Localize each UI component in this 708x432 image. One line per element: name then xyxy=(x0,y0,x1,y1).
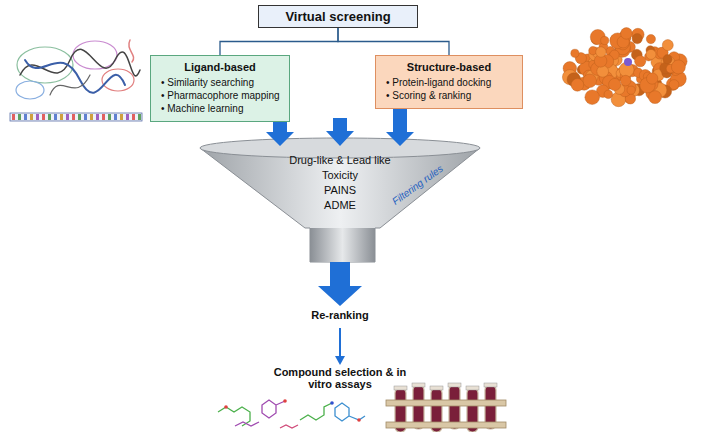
flow-arrow xyxy=(339,328,341,358)
filter-funnel-node: Drug-like & Lead likeToxicityPAINSADMEFi… xyxy=(200,140,480,262)
sequence-tick xyxy=(42,114,45,120)
sequence-tick xyxy=(36,114,39,120)
atom-sphere xyxy=(646,49,656,59)
sequence-tick xyxy=(12,114,15,120)
test-tube-rack xyxy=(386,383,506,432)
bullet-item: • Similarity searching xyxy=(159,76,281,89)
atom-sphere xyxy=(583,74,597,88)
tube-rim xyxy=(412,383,425,387)
sequence-tick xyxy=(24,114,27,120)
outcome-label: Compound selection & in vitro assays xyxy=(270,366,410,390)
atom-sphere xyxy=(621,28,633,40)
atom-sphere xyxy=(597,65,609,77)
flow-arrow xyxy=(318,262,362,306)
filter-rule: PAINS xyxy=(200,184,480,196)
sequence-tick xyxy=(102,114,105,120)
atom-sphere xyxy=(662,40,673,51)
sequence-tick xyxy=(138,114,141,120)
tube-rim xyxy=(430,386,443,390)
protein-surface xyxy=(562,28,687,107)
bullet-item: • Machine learning xyxy=(159,102,281,115)
box-heading: Structure-based xyxy=(384,61,514,73)
sequence-tick xyxy=(90,114,93,120)
flow-arrow xyxy=(266,122,294,146)
atom-sphere xyxy=(609,78,621,90)
sequence-tick xyxy=(108,114,111,120)
flow-arrow xyxy=(326,118,354,146)
rack-bar xyxy=(386,422,506,428)
sequence-tick xyxy=(96,114,99,120)
flow-arrow xyxy=(386,109,414,146)
atom-sphere xyxy=(627,86,635,94)
title-box: Virtual screening xyxy=(258,5,418,28)
atom-sphere xyxy=(620,75,631,86)
sequence-tick xyxy=(48,114,51,120)
protein-ribbon xyxy=(10,40,142,121)
sequence-tick xyxy=(66,114,69,120)
rack-bar xyxy=(386,400,506,406)
sequence-tick xyxy=(54,114,57,120)
atom-sphere xyxy=(596,47,606,57)
atom-sphere xyxy=(571,49,579,57)
method-box: Structure-based • Protein-ligand docking•… xyxy=(375,55,523,109)
filter-rule: ADME xyxy=(200,199,480,211)
sequence-tick xyxy=(30,114,33,120)
atom-sphere xyxy=(663,55,672,64)
step-label: Re-ranking xyxy=(290,309,390,321)
sequence-tick xyxy=(114,114,117,120)
atom-sphere xyxy=(635,56,646,67)
sequence-tick xyxy=(132,114,135,120)
atom-sphere xyxy=(571,79,584,92)
method-box: Ligand-based • Similarity searching• Phar… xyxy=(150,55,290,122)
atom-sphere xyxy=(671,60,685,74)
tube-rim xyxy=(448,383,461,387)
tree-connector xyxy=(338,28,449,55)
tube-rim xyxy=(484,383,497,387)
atom-sphere xyxy=(647,73,658,84)
atom-sphere xyxy=(646,35,655,44)
tree-connector xyxy=(220,28,338,55)
atom-sphere xyxy=(632,34,642,44)
tube-rim xyxy=(394,386,407,390)
atom-sphere xyxy=(585,90,600,105)
sequence-tick xyxy=(120,114,123,120)
sequence-tick xyxy=(72,114,75,120)
ligand-site xyxy=(624,58,632,66)
atom-sphere xyxy=(649,91,662,104)
box-heading: Ligand-based xyxy=(159,61,281,73)
sequence-tick xyxy=(78,114,81,120)
flow-arrow xyxy=(335,356,345,365)
atom-sphere xyxy=(604,90,613,99)
sequence-tick xyxy=(18,114,21,120)
bullet-item: • Pharmacophore mapping xyxy=(159,89,281,102)
sequence-tick xyxy=(60,114,63,120)
molecules xyxy=(218,399,365,428)
diagram-heading: Virtual screening xyxy=(265,9,411,24)
bullet-item: • Protein-ligand docking xyxy=(384,76,514,89)
atom-sphere xyxy=(601,36,609,44)
sequence-tick xyxy=(126,114,129,120)
filter-funnel xyxy=(200,138,480,262)
sequence-tick xyxy=(84,114,87,120)
tube-rim xyxy=(466,386,479,390)
funnel-side-label: Filtering rules xyxy=(390,163,445,207)
bullet-item: • Scoring & ranking xyxy=(384,89,514,102)
